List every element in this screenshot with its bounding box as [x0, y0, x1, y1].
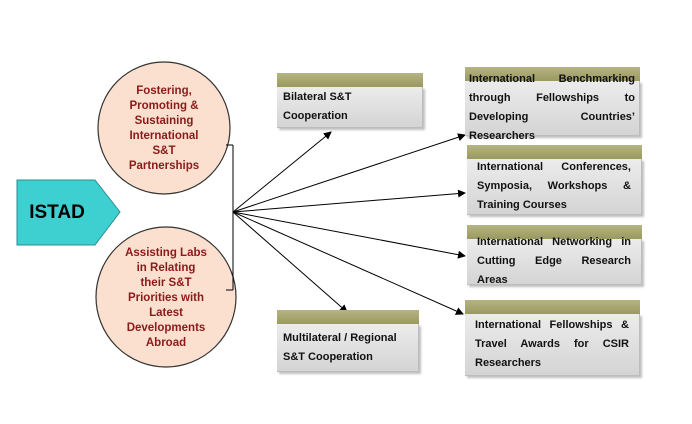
multilateral-box: Multilateral / Regional S&T Cooperation [277, 310, 419, 372]
benchmarking-label: International Benchmarking through Fello… [469, 73, 635, 142]
conferences-box: International Conferences, Symposia, Wor… [467, 145, 642, 215]
conferences-label: International Conferences, Symposia, Wor… [477, 161, 631, 211]
circle-partnerships-shape [97, 61, 231, 195]
arrow-to-fellowships [232, 211, 464, 315]
networking-box: International Networking in Cutting Edge… [467, 225, 642, 286]
box-cap [277, 73, 423, 87]
bilateral-box: Bilateral S&T Cooperation [277, 73, 423, 128]
box-cap [467, 145, 642, 159]
fellowships-box: International Fellowships & Travel Award… [465, 300, 640, 376]
box-cap [465, 67, 640, 81]
circle-labs-shape [95, 226, 237, 368]
arrow-to-networking [232, 211, 466, 259]
fellowships-label: International Fellowships & Travel Award… [475, 319, 629, 369]
istad-shape [16, 179, 121, 246]
box-cap [465, 300, 640, 314]
circle-partnerships-label: Fostering, Promoting & Sustaining Intern… [128, 85, 200, 172]
circle-labs-label: Assisting Labs in Relating their S&T Pri… [125, 246, 207, 349]
arrow-to-bilateral [232, 131, 332, 213]
bilateral-label: Bilateral S&T Cooperation [283, 91, 352, 122]
arrow-to-benchmarking [232, 133, 466, 213]
benchmarking-box: International Benchmarking through Fello… [465, 67, 640, 142]
istad-label: ISTAD [29, 202, 85, 223]
arrow-to-multilateral [232, 211, 348, 313]
box-cap [467, 225, 642, 239]
arrow-to-conferences [232, 189, 466, 213]
box-cap [277, 310, 419, 324]
networking-label: International Networking in Cutting Edge… [477, 236, 631, 286]
multilateral-label: Multilateral / Regional S&T Cooperation [283, 331, 397, 363]
